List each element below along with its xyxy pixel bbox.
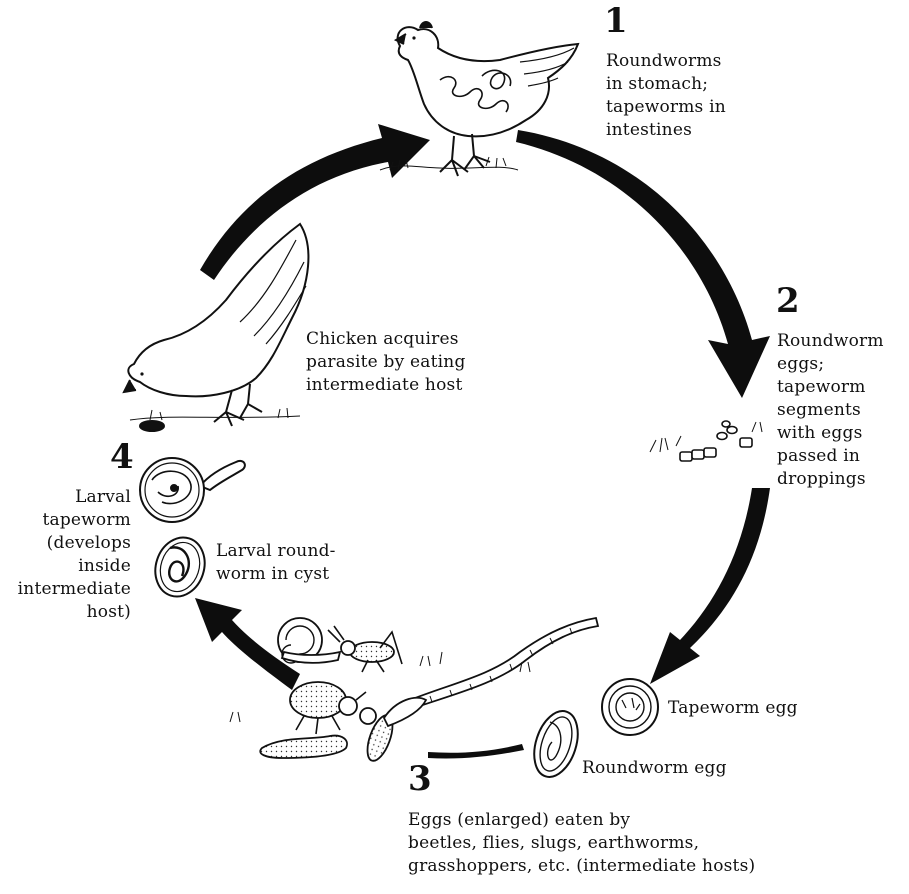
tapeworm-egg-label: Tapeworm egg — [668, 697, 798, 720]
stage-2-number: 2 — [776, 284, 800, 318]
larval-roundworm-cyst-drawing — [148, 531, 212, 603]
tapeworm-egg-drawing — [602, 679, 658, 735]
stage-4-number: 4 — [110, 440, 134, 474]
roundworm-egg-drawing — [526, 705, 585, 782]
stage-2-caption: Roundworm eggs; tapeworm segments with e… — [777, 330, 884, 491]
fly — [360, 698, 426, 764]
cycle-arrows — [195, 124, 770, 759]
grasshopper — [328, 626, 402, 672]
beetle — [290, 682, 366, 734]
roundworm-egg-label: Roundworm egg — [582, 757, 727, 780]
arrow-stage1-to-stage2 — [516, 130, 770, 398]
earthworm — [410, 618, 598, 708]
droppings — [650, 421, 762, 461]
snail — [278, 618, 340, 663]
arrow-stage4-to-stage1 — [200, 124, 430, 280]
stage-3-number: 3 — [408, 762, 432, 796]
stage-1-number: 1 — [604, 4, 628, 38]
slug — [260, 736, 347, 758]
chicken-eating-label: Chicken acquires parasite by eating inte… — [306, 328, 466, 397]
arrow-eggs-to-hosts — [428, 744, 524, 759]
arrow-stage2-to-stage3 — [650, 488, 770, 684]
stage-3-caption: Eggs (enlarged) eaten by beetles, flies,… — [408, 809, 755, 878]
stage-1-caption: Roundworms in stomach; tapeworms in inte… — [606, 50, 726, 142]
stage-4-caption: Larval tapeworm (develops inside interme… — [0, 486, 131, 624]
larval-tapeworm-drawing — [140, 458, 245, 522]
larval-roundworm-label: Larval round- worm in cyst — [216, 540, 336, 586]
